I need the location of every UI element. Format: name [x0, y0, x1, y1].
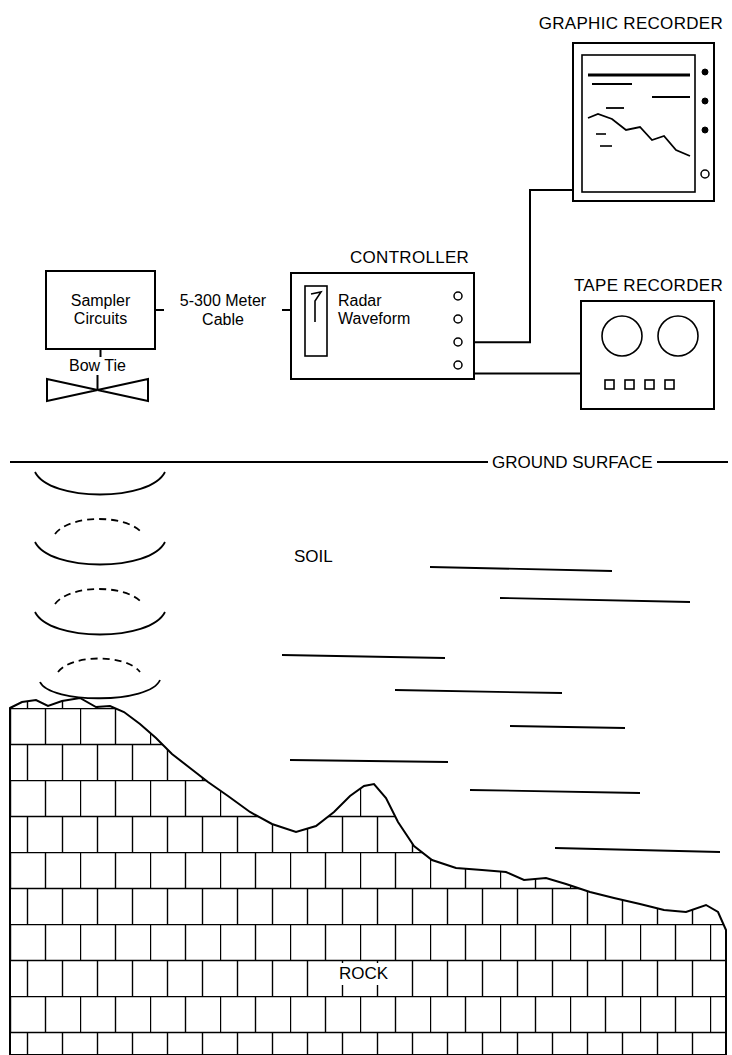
controller-box: CONTROLLERRadar Waveform [290, 272, 475, 380]
wavefront [35, 542, 165, 565]
sampler-box: Sampler Circuits [45, 270, 156, 350]
tape-button [665, 380, 674, 389]
recorder-screen [582, 55, 695, 192]
surface-label: GROUND SURFACE [488, 452, 657, 474]
stratum-line [510, 726, 625, 728]
trace-line [596, 133, 606, 135]
device-heading: GRAPHIC RECORDER [539, 14, 723, 34]
wavefront [35, 612, 165, 635]
controller-parts [305, 286, 462, 369]
graphic-recorder-parts [582, 55, 709, 192]
indicator-dot [702, 69, 708, 75]
cable-connector [475, 373, 580, 375]
stratum-line [500, 598, 690, 602]
stratum-line [430, 567, 612, 571]
reflected-wavefront [58, 659, 140, 673]
stratum-line [395, 690, 562, 693]
control-knob [454, 292, 462, 300]
stratum-line [470, 790, 640, 793]
antenna-wing [47, 379, 98, 401]
trace-line [592, 83, 632, 85]
tape-reel [602, 316, 642, 356]
stratum-line [290, 760, 448, 762]
rock-profile-trace [588, 114, 690, 156]
control-knob [454, 361, 462, 369]
indicator-knob [701, 170, 709, 178]
trace-line [588, 74, 690, 77]
waveform-screen [305, 286, 327, 356]
layer-label: SOIL [290, 546, 337, 568]
control-knob [454, 315, 462, 323]
stratum-line [555, 848, 720, 852]
radar-wavefronts [35, 472, 165, 698]
trace-line [600, 145, 612, 147]
indicator-dot [702, 98, 708, 104]
tape-button [625, 380, 634, 389]
cable-label: 5-300 Meter Cable [164, 290, 282, 330]
screen-label: Radar Waveform [338, 292, 428, 329]
indicator-dot [702, 127, 708, 133]
trace-line [606, 107, 624, 109]
device-heading: CONTROLLER [350, 248, 469, 268]
tape-button [605, 380, 614, 389]
bedrock [10, 698, 726, 1055]
device-heading: TAPE RECORDER [574, 276, 723, 296]
tape-button [645, 380, 654, 389]
trace-line [652, 96, 690, 98]
tape-recorder: TAPE RECORDER [580, 300, 715, 410]
box-label: Sampler Circuits [47, 292, 154, 329]
graphic-recorder: GRAPHIC RECORDER [572, 42, 715, 202]
waveform-trace [311, 292, 321, 322]
cable-connector [475, 190, 572, 342]
tape-recorder-parts [602, 316, 698, 389]
antenna-label: Bow Tie [66, 357, 129, 375]
bowtie-antenna: Bow Tie [40, 358, 155, 404]
stratum-line [282, 655, 445, 658]
tape-reel [658, 316, 698, 356]
antenna-wing [98, 379, 149, 401]
reflected-wavefront [55, 519, 143, 534]
wavefront [35, 472, 165, 495]
control-knob [454, 338, 462, 346]
wavefront [40, 680, 160, 698]
layer-label: ROCK [335, 963, 392, 985]
reflected-wavefront [55, 589, 143, 604]
